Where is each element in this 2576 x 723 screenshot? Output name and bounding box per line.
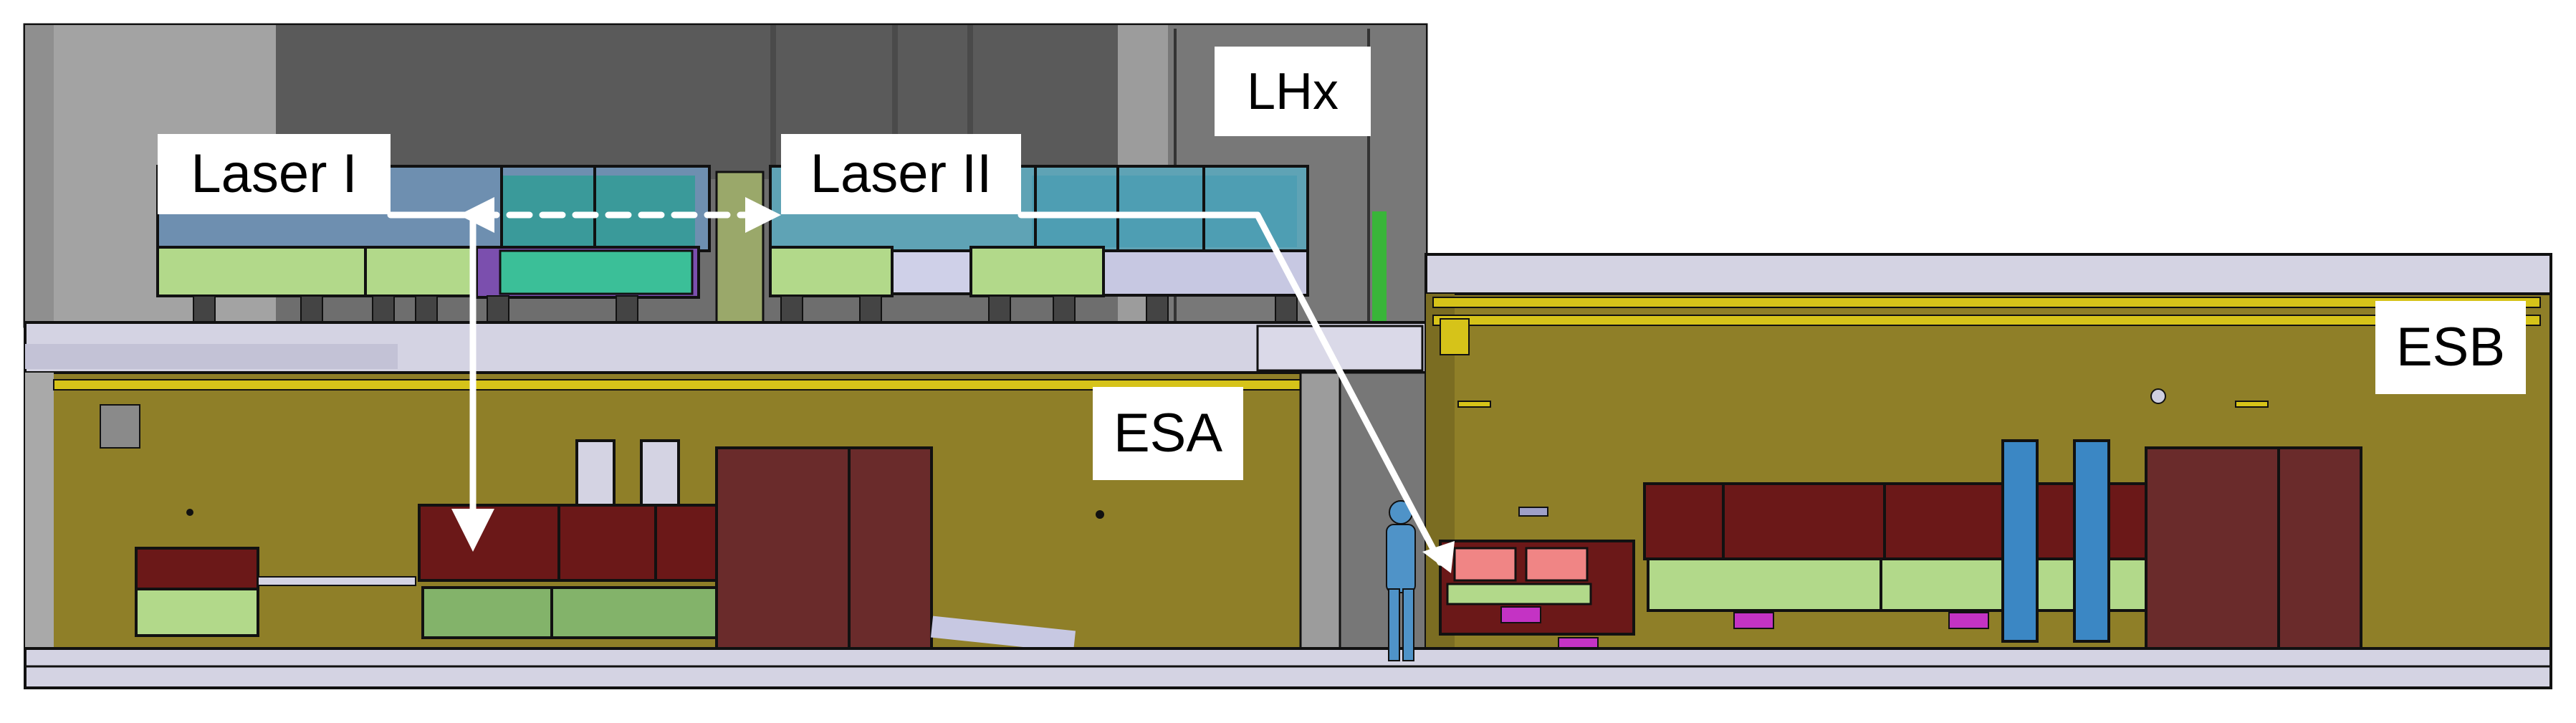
label-laser-1: Laser I — [158, 134, 391, 214]
arrow-head-right — [745, 197, 781, 233]
label-laser-2: Laser II — [781, 134, 1021, 214]
arrow-head-left — [459, 197, 494, 233]
arrow-head-esb — [1422, 541, 1455, 573]
esb-equipment — [1439, 439, 2362, 653]
label-esa: ESA — [1093, 387, 1243, 480]
laser-tables-upper — [156, 246, 1309, 299]
ground-floor — [24, 647, 2552, 689]
table-legs-upper — [193, 295, 1298, 325]
beam-arrowheads — [451, 197, 1455, 573]
label-lhx: LHx — [1215, 47, 1371, 136]
beam-laser2-to-esb — [1018, 211, 1444, 566]
person-figure — [1386, 500, 1416, 661]
upper-floor-slab — [24, 321, 1427, 374]
arrow-head-down — [451, 509, 494, 552]
label-esb: ESB — [2375, 301, 2526, 394]
esb-roof — [1425, 253, 2552, 295]
